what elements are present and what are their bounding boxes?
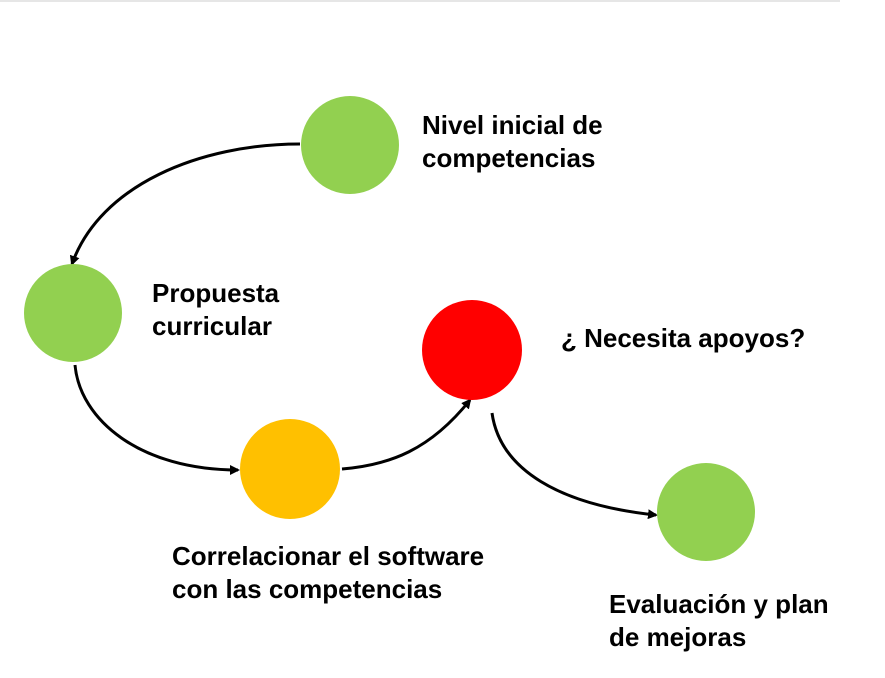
arrow-propuesta-to-correlacionar bbox=[73, 364, 240, 475]
node-propuesta-curricular bbox=[24, 264, 122, 362]
node-evaluacion bbox=[657, 463, 755, 561]
arrow-apoyos-to-evaluacion bbox=[490, 412, 658, 520]
label-nivel-line-1: Nivel inicial de bbox=[422, 110, 603, 140]
label-nivel-inicial: Nivel inicial de competencias bbox=[422, 109, 603, 175]
label-propuesta-curricular: Propuesta curricular bbox=[152, 277, 279, 343]
arrow-nivel-to-propuesta bbox=[69, 142, 301, 266]
label-propuesta-line-2: curricular bbox=[152, 311, 272, 341]
label-evaluacion-line-2: de mejoras bbox=[609, 622, 747, 652]
label-necesita-apoyos: ¿ Necesita apoyos? bbox=[561, 322, 805, 355]
label-correlacionar-line-1: Correlacionar el software bbox=[172, 541, 485, 571]
node-correlacionar bbox=[240, 419, 340, 519]
label-correlacionar-line-2: con las competencias bbox=[172, 574, 443, 604]
node-necesita-apoyos bbox=[422, 300, 522, 400]
arrow-correlacionar-to-apoyos bbox=[341, 398, 472, 471]
label-apoyos-line-1: ¿ Necesita apoyos? bbox=[561, 323, 806, 353]
label-evaluacion: Evaluación y plan de mejoras bbox=[609, 588, 829, 654]
top-divider bbox=[0, 0, 840, 2]
node-nivel-inicial bbox=[301, 96, 399, 194]
label-evaluacion-line-1: Evaluación y plan bbox=[609, 589, 829, 619]
label-correlacionar: Correlacionar el software con las compet… bbox=[172, 540, 484, 606]
label-propuesta-line-1: Propuesta bbox=[152, 278, 280, 308]
label-nivel-line-2: competencias bbox=[422, 143, 596, 173]
